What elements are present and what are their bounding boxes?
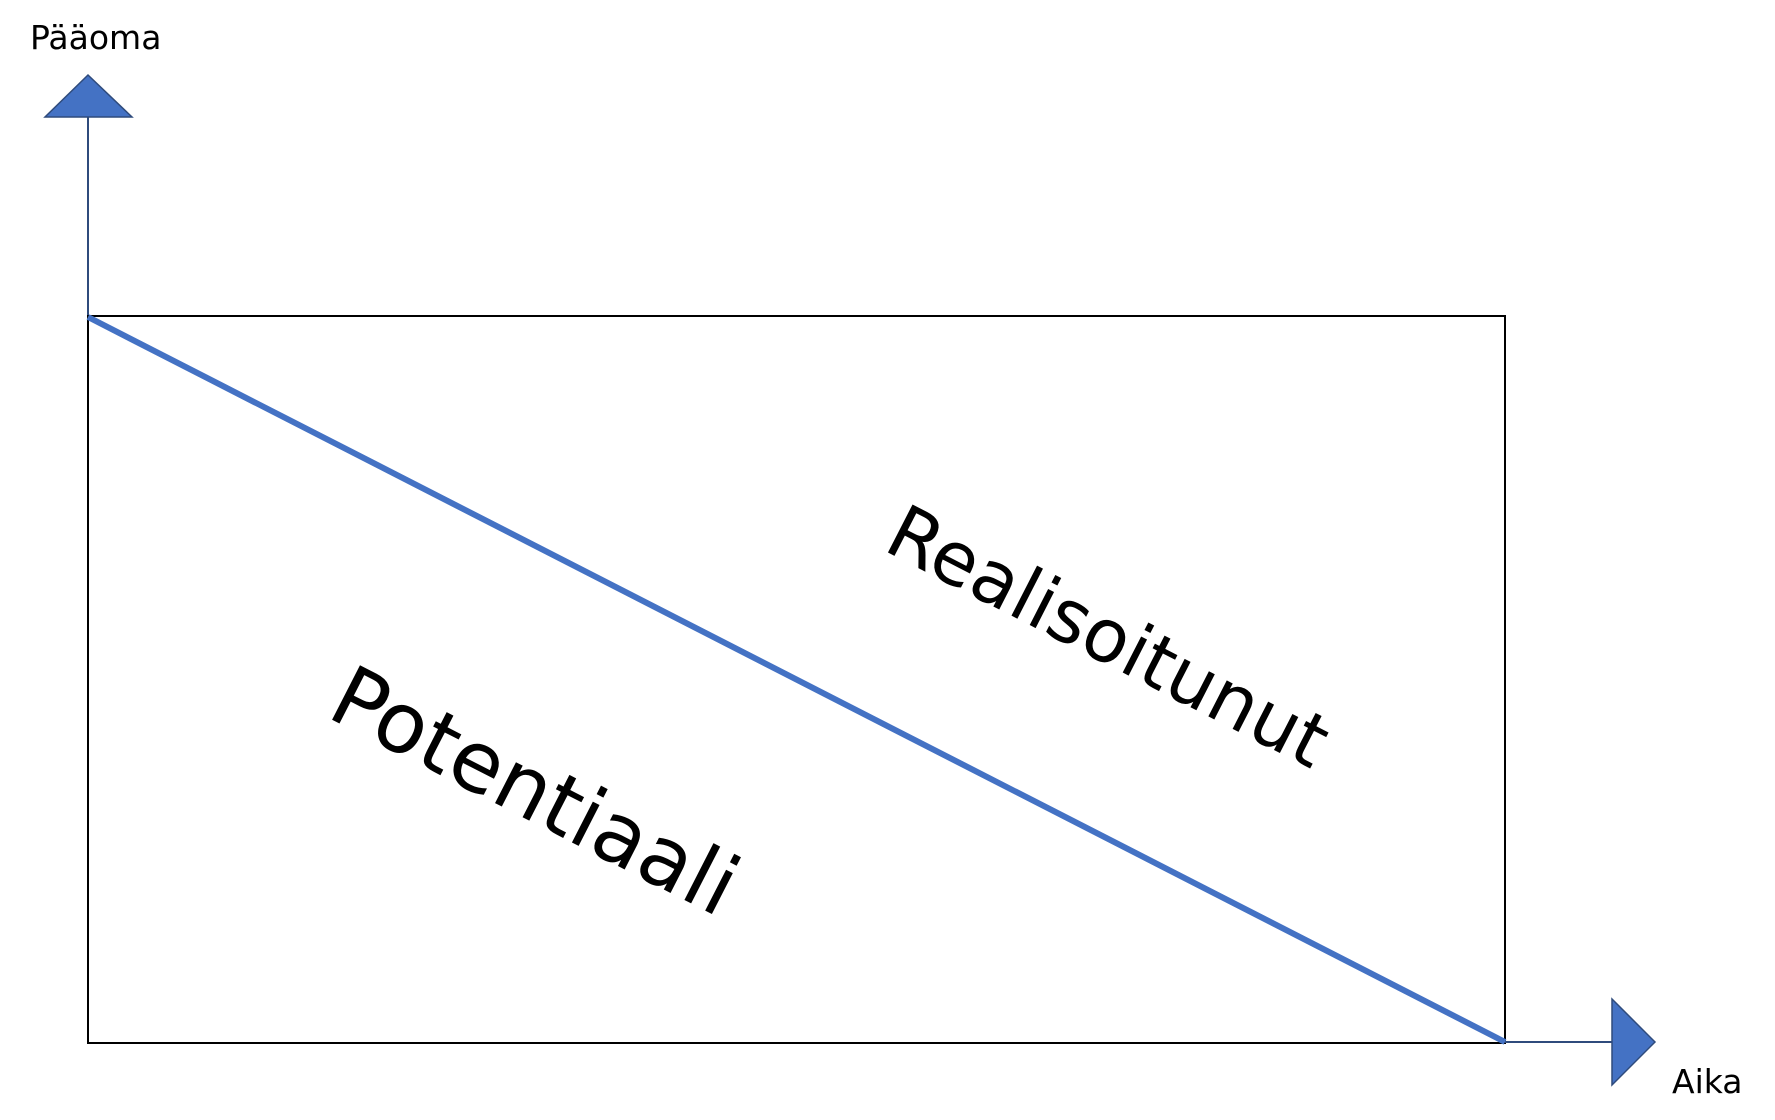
boundary-rectangle <box>87 315 1506 1044</box>
diagonal-divider-line <box>86 314 1507 1045</box>
x-axis-arrowhead-icon <box>1611 997 1657 1087</box>
y-axis-label: Pääoma <box>30 18 162 57</box>
y-axis-arrowhead-icon <box>43 73 134 118</box>
x-axis-label: Aika <box>1672 1062 1743 1101</box>
